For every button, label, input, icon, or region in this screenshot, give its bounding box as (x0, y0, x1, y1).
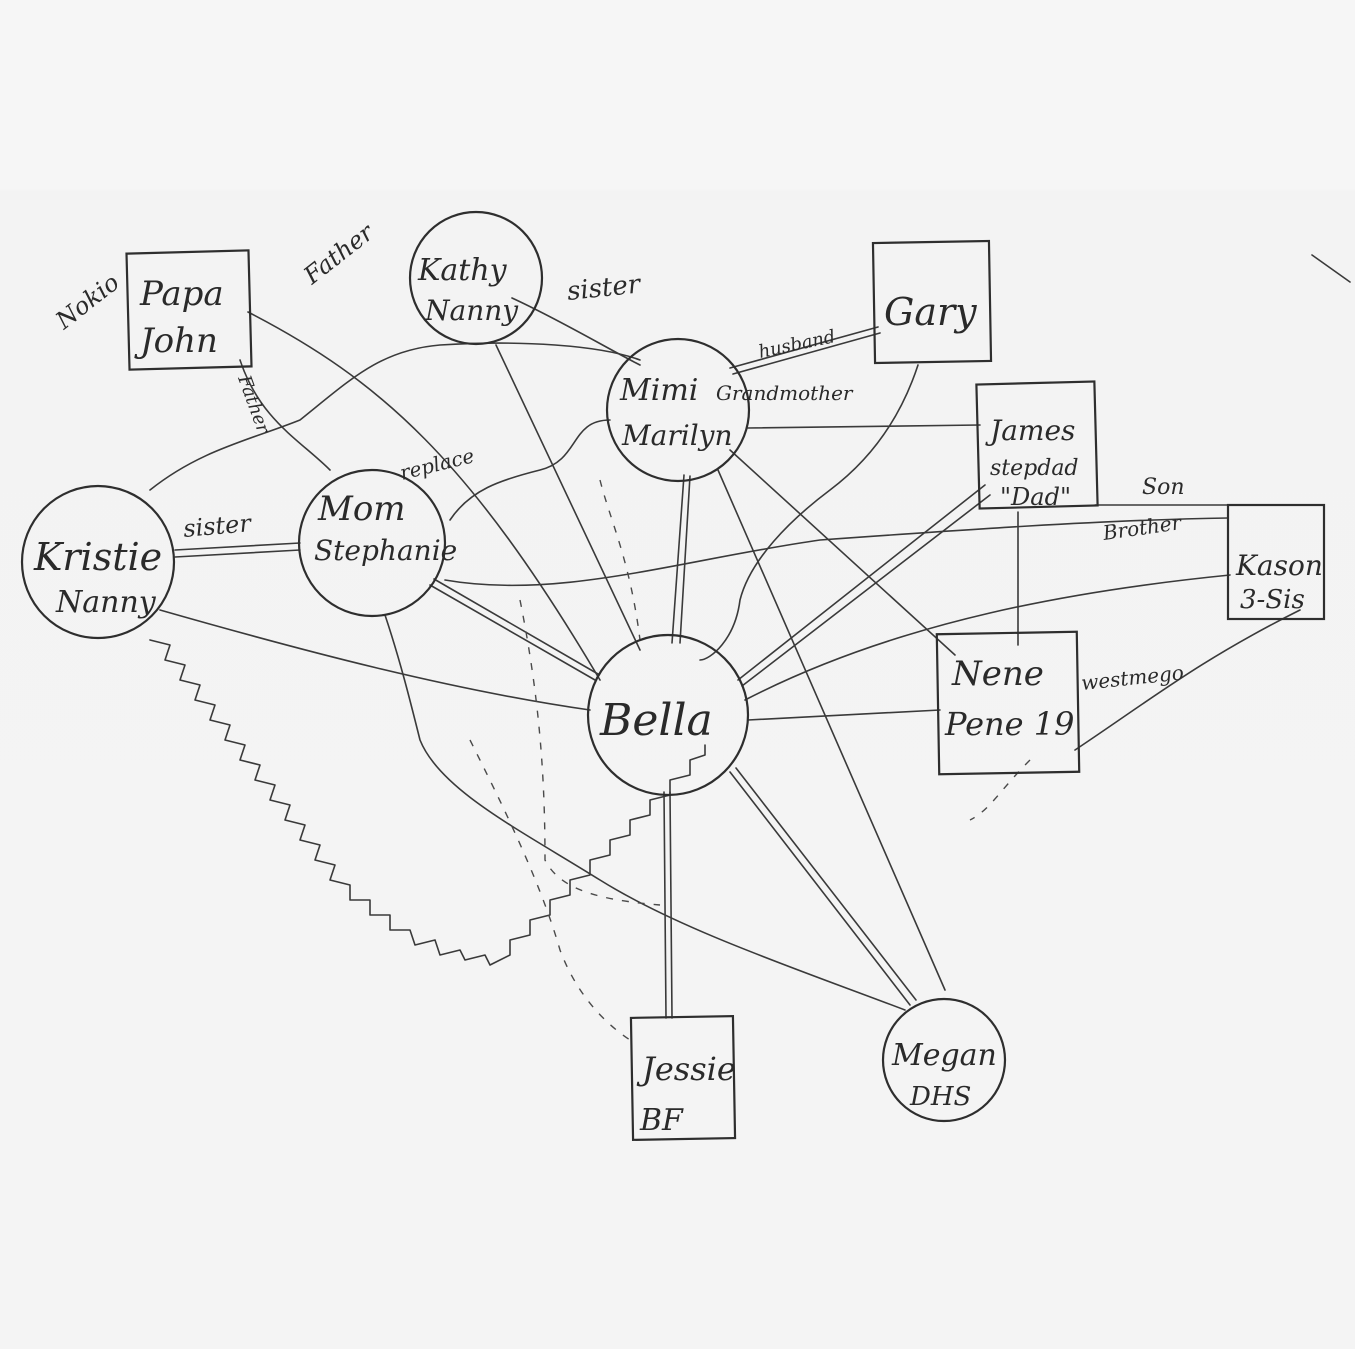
edge-papa-john-bella (247, 311, 601, 681)
edge-mimi-james (747, 424, 981, 429)
label-son: Son (1142, 475, 1185, 500)
node-label: DHS (909, 1082, 971, 1112)
label-grandmother: Grandmother (716, 381, 854, 405)
node-label: "Dad" (1000, 483, 1071, 511)
edge-kristie-nene-zigzag (149, 639, 706, 966)
edge-mimi-mom (449, 419, 611, 521)
edge-gary-mimi-b (732, 332, 881, 375)
edge-mom-megan (384, 614, 906, 1011)
node-label: Papa (139, 274, 224, 314)
label-husband: husband (757, 326, 837, 363)
node-label: Bella (599, 695, 713, 746)
label-nokio: Nokio (50, 268, 125, 335)
node-jessie: Jessie BF (629, 1015, 737, 1141)
node-label: James (985, 414, 1075, 447)
edge-kristie-bella (159, 609, 591, 711)
node-label: Kristie (33, 535, 162, 579)
label-replace: replace (397, 443, 476, 485)
edge-mom-bella-a (429, 584, 596, 681)
node-label: 3-Sis (1240, 585, 1305, 615)
edge-kason-mom (444, 517, 1229, 587)
label-sister-left: sister (182, 509, 253, 543)
label-westmego: westmego (1080, 660, 1185, 695)
node-label: Mom (317, 489, 406, 529)
edge-gary-bella (699, 364, 919, 661)
node-label: Stephanie (314, 534, 457, 567)
edge-gary-mimi-a (729, 326, 879, 369)
node-nene: Nene Pene 19 (935, 630, 1081, 776)
node-mom: Mom Stephanie (297, 468, 457, 618)
edge-kason-bella (744, 574, 1231, 701)
node-gary: Gary (871, 239, 993, 365)
node-label: Nanny (424, 294, 519, 327)
edge-mom-bella-b (433, 578, 599, 675)
node-label: Marilyn (621, 419, 733, 452)
edge-bella-jessie-b (669, 791, 673, 1019)
node-label: Jessie (636, 1050, 736, 1088)
node-kason: Kason 3-Sis (1226, 503, 1326, 621)
node-james: James stepdad "Dad" (975, 380, 1099, 511)
edge-dashed-mimi-bella (599, 479, 641, 641)
node-label: Gary (884, 290, 977, 334)
edge-kristie-mom-b (174, 549, 301, 558)
edge-james-bella-b (741, 494, 991, 687)
label-father-top: Father (298, 217, 380, 290)
node-papa-john: Papa John (125, 249, 253, 371)
node-mimi: Mimi Marilyn (605, 337, 751, 483)
edge-kason-nene (1074, 609, 1301, 751)
node-label: Pene 19 (944, 705, 1074, 743)
node-label: Kason (1235, 549, 1323, 582)
edge-bella-megan-b (735, 767, 917, 1001)
node-label: Megan (891, 1038, 997, 1073)
edge-kathy-kristie (149, 342, 641, 491)
edge-nene-bella (747, 709, 941, 721)
edge-mimi-nene (729, 449, 956, 656)
edge-james-bella-a (737, 484, 986, 681)
node-label: Nanny (55, 585, 157, 620)
node-label: Nene (951, 654, 1044, 694)
edge-mimi-bella-a (671, 474, 685, 644)
node-label: BF (639, 1103, 684, 1138)
edge-mimi-megan (717, 469, 946, 991)
node-kristie: Kristie Nanny (20, 484, 176, 640)
label-father-vertical: Father (233, 372, 274, 438)
edge-kathy-bella (495, 344, 641, 651)
connection-lines (149, 254, 1351, 1041)
node-bella: Bella (586, 633, 750, 797)
edge-mimi-bella-b (679, 475, 691, 644)
edge-kristie-mom-a (174, 542, 301, 551)
edge-dashed-nene-right (969, 759, 1031, 821)
label-brother: Brother (1100, 510, 1184, 545)
edge-bella-megan-a (729, 771, 911, 1006)
label-sister-top: sister (566, 269, 644, 307)
edge-dashed-mom-jessie (469, 739, 631, 1041)
edge-papa-john-mom (239, 359, 331, 471)
node-label: John (134, 321, 218, 361)
node-label: Mimi (619, 373, 698, 408)
node-label: stepdad (990, 456, 1079, 481)
edge-dashed-mom-bella (519, 599, 661, 906)
edge-bella-jessie-a (663, 791, 667, 1019)
stray-stroke-right (1311, 254, 1351, 283)
node-megan: Megan DHS (881, 997, 1007, 1123)
node-label: Kathy (417, 253, 508, 288)
node-kathy: Kathy Nanny (408, 210, 544, 346)
